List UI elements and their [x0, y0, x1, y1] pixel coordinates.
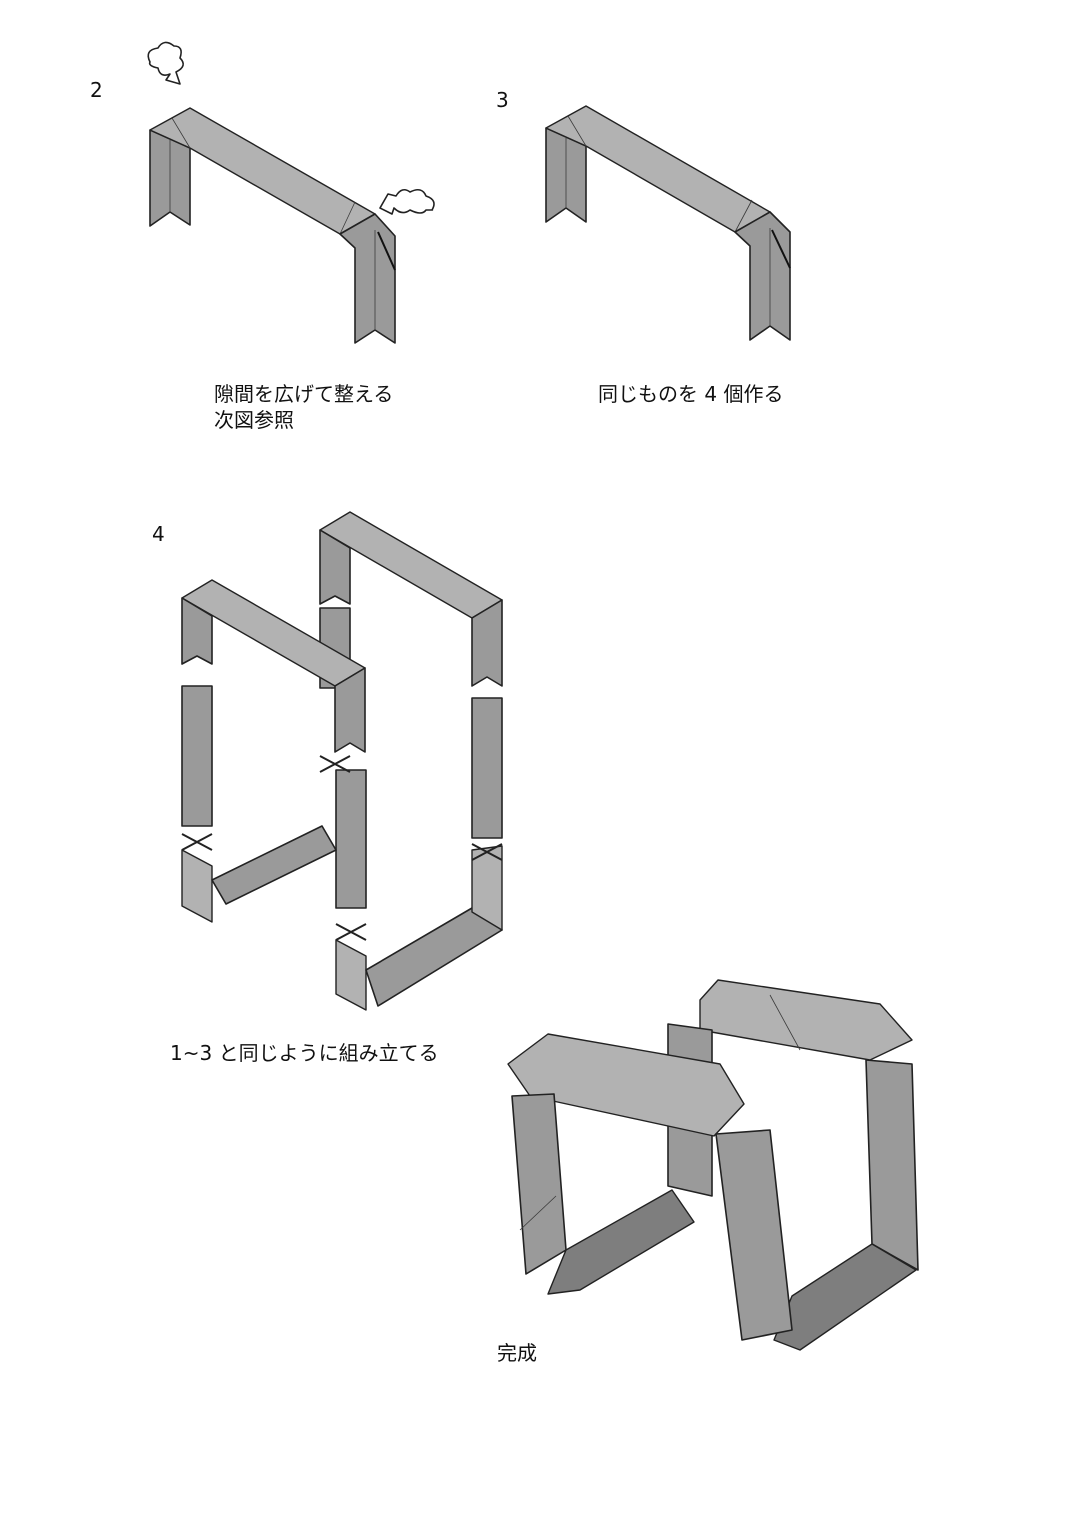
final-front-bottom-bar [547, 1189, 695, 1295]
step-2-caption-line1: 隙間を広げて整える [214, 382, 394, 406]
step-4-back-right-lower [471, 845, 503, 931]
step-3-right-leg [734, 211, 791, 341]
final-front-left-post [511, 1093, 567, 1275]
puff-arrow-icon [147, 41, 184, 85]
step-4-back-left-leg [319, 529, 351, 605]
step-4-front-bottom-corner [181, 849, 213, 923]
step-4-front-left-post [181, 685, 213, 827]
final-back-top-bar [699, 979, 913, 1061]
step-4-front-bottom-bar [211, 825, 337, 905]
final-back-bottom-bar [773, 1243, 917, 1351]
final-front-right-post [715, 1129, 793, 1341]
step-2-figure [147, 41, 435, 344]
final-figure [507, 979, 919, 1351]
step-4-front-right-post [335, 769, 367, 909]
step-2-caption: 隙間を広げて整える 次図参照 [214, 381, 393, 433]
step-3-figure [545, 105, 791, 341]
step-4-front-right-leg [334, 667, 366, 753]
step-2-right-leg [339, 213, 396, 344]
step-4-figure [181, 511, 503, 1011]
step-3-caption: 同じものを 4 個作る [598, 382, 784, 406]
step-4-caption: 1~3 と同じように組み立てる [170, 1041, 439, 1065]
step-4-back-right-post [471, 697, 503, 839]
step-4-back-bottom-corner [335, 939, 367, 1011]
step-4-number: 4 [152, 522, 165, 546]
step-3-number: 3 [496, 88, 509, 112]
step-2-caption-line2: 次図参照 [214, 408, 294, 432]
step-4-back-bottom-bar [365, 907, 503, 1007]
final-caption: 完成 [497, 1341, 537, 1365]
final-back-right-post [865, 1059, 919, 1271]
step-4-front-left-leg [181, 597, 213, 665]
step-4-back-right-leg [471, 599, 503, 687]
puff-arrow-icon [379, 188, 435, 215]
step-2-number: 2 [90, 78, 103, 102]
